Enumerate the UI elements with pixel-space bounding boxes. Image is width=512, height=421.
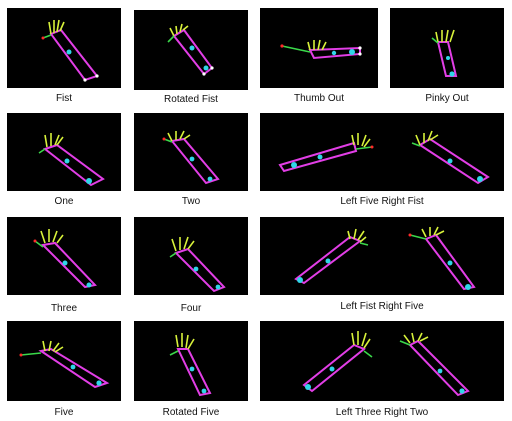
cell-rotated-fist: Rotated Fist [134, 10, 248, 110]
four-skeleton [169, 236, 226, 293]
rotated-fist-skeleton [167, 23, 214, 76]
caption-pinky-out: Pinky Out [425, 93, 469, 104]
cell-left-five-right-fist: Left Five Right Fist [260, 113, 504, 209]
caption-three: Three [50, 303, 78, 314]
cell-rotated-five: Rotated Five [134, 321, 248, 419]
image-fist [7, 8, 121, 88]
image-two [134, 113, 248, 191]
two-skeleton [162, 130, 220, 185]
image-rotated-five [134, 321, 248, 401]
cell-left-fist-right-five: Left Fist Right Five [260, 217, 504, 315]
caption-rotated-five: Rotated Five [162, 407, 220, 418]
caption-thumb-out: Thumb Out [293, 93, 345, 104]
image-five [7, 321, 121, 401]
image-rotated-fist [134, 10, 248, 90]
caption-left-five-right-fist: Left Five Right Fist [340, 196, 424, 207]
cell-thumb-out: Thumb Out [260, 8, 378, 106]
cell-three: Three [7, 217, 121, 315]
five-skeleton [19, 340, 110, 389]
image-three [7, 217, 121, 295]
image-thumb-out [260, 8, 378, 88]
cell-fist: Fist [7, 8, 121, 106]
caption-five: Five [54, 407, 74, 418]
cell-one: One [7, 113, 121, 209]
image-left-five-right-fist [260, 113, 504, 191]
caption-left-fist-right-five: Left Fist Right Five [340, 301, 424, 312]
cell-five: Five [7, 321, 121, 419]
caption-fist: Fist [55, 93, 73, 104]
image-pinky-out [390, 8, 504, 88]
image-left-fist-right-five [260, 217, 504, 295]
cell-two: Two [134, 113, 248, 209]
caption-four: Four [180, 303, 202, 314]
image-left-three-right-two [260, 321, 504, 401]
thumb-out-skeleton [280, 39, 362, 60]
cell-left-three-right-two: Left Three Right Two [260, 321, 504, 419]
caption-two: Two [181, 196, 201, 207]
caption-one: One [54, 196, 74, 207]
left-five-right-fist-skeleton [278, 130, 490, 185]
pinky-out-skeleton [431, 29, 458, 77]
caption-left-three-right-two: Left Three Right Two [335, 407, 429, 418]
image-four [134, 217, 248, 295]
left-fist-right-five-skeleton [294, 226, 476, 291]
cell-four: Four [134, 217, 248, 315]
three-skeleton [33, 229, 97, 289]
left-three-right-two-skeleton [302, 331, 470, 397]
fist-skeleton [41, 19, 99, 82]
cell-pinky-out: Pinky Out [390, 8, 504, 106]
one-skeleton [38, 133, 105, 187]
caption-rotated-fist: Rotated Fist [164, 94, 218, 105]
rotated-five-skeleton [169, 333, 212, 397]
image-one [7, 113, 121, 191]
